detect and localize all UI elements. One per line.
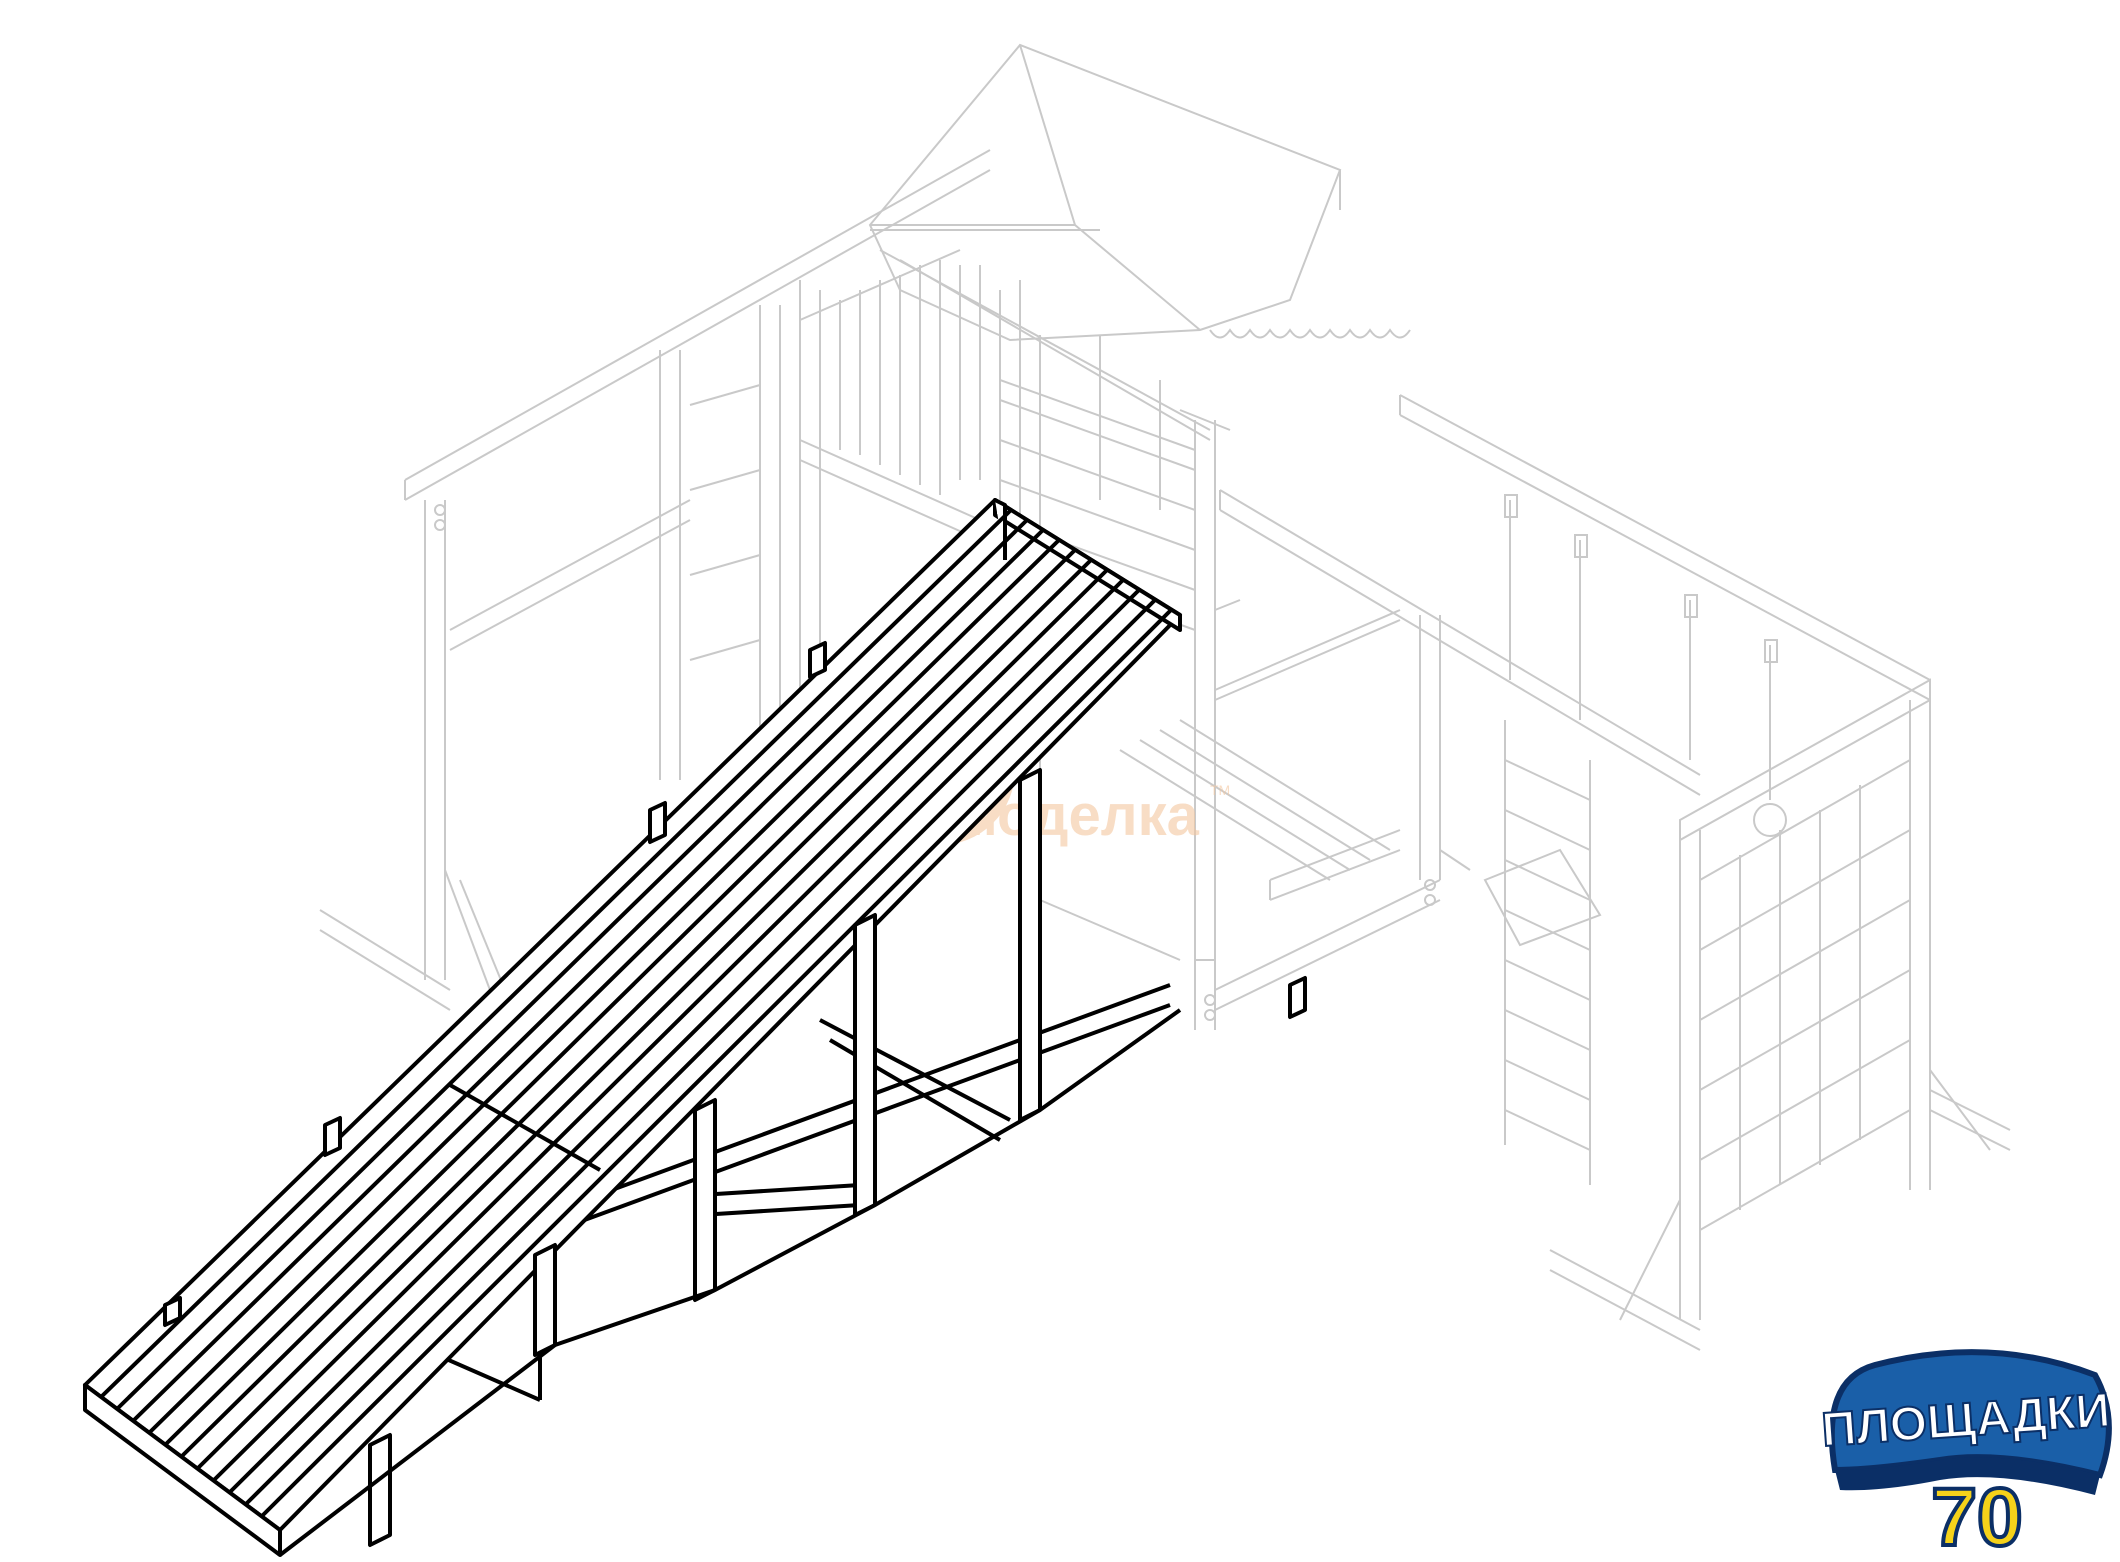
climbing-net <box>1549 678 2011 1351</box>
left-frame <box>319 149 991 1011</box>
post-2 <box>533 1243 557 1357</box>
ghosted-playground-frame <box>319 43 2011 1351</box>
post-3 <box>693 1098 717 1302</box>
logo-badge <box>1828 1349 2112 1479</box>
ramp-planks <box>99 508 1173 1519</box>
watermark-tm: TM <box>1210 782 1230 798</box>
bench <box>1039 719 1401 961</box>
post-1 <box>368 1433 392 1547</box>
swing-beam <box>1219 394 1931 800</box>
post-5 <box>1018 768 1042 1122</box>
slide-ramp <box>83 498 1307 1557</box>
roof <box>868 43 1411 441</box>
ramp-deck <box>83 498 1182 1532</box>
logo-line2: 70 <box>1931 1472 2022 1562</box>
rope-ladder <box>1483 720 1602 1185</box>
post-4 <box>853 913 877 1217</box>
brand-logo: ПЛОЩАДКИ 70 <box>1819 1349 2113 1562</box>
